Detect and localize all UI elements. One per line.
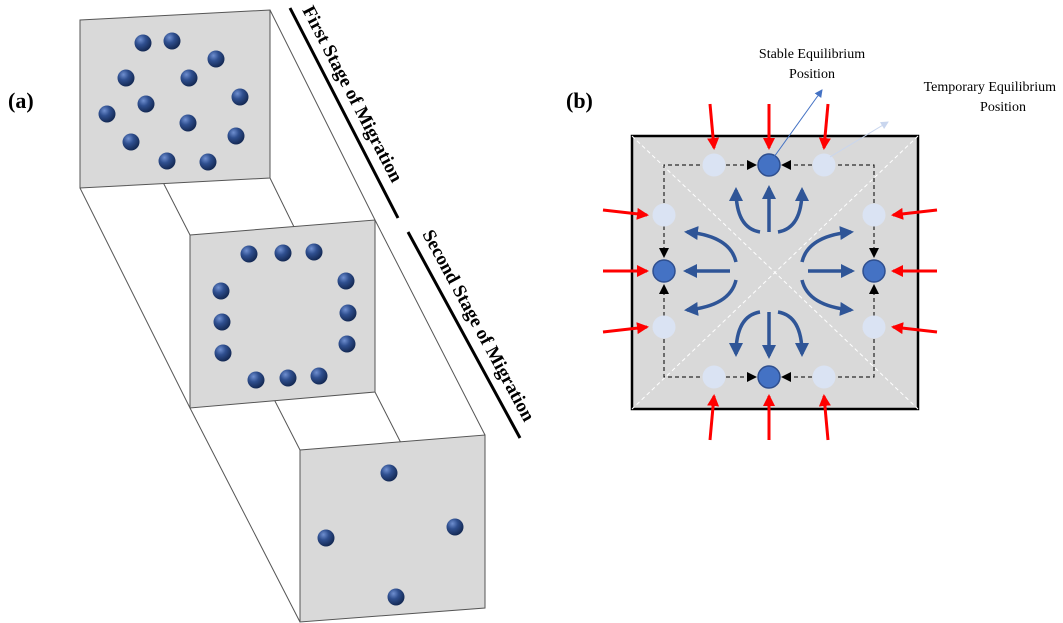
inertial-force-arrows [602, 103, 938, 441]
svg-text:First Stage of Migration: First Stage of Migration [298, 3, 407, 187]
particles-square [212, 243, 357, 389]
cross-section-1 [79, 9, 271, 189]
secondary-flow-paths [659, 160, 879, 382]
temporary-equilibrium-label: Temporary Equilibrium Position [924, 80, 1056, 115]
cross-section-2 [189, 219, 376, 409]
panel-b: (b) [566, 47, 1056, 441]
particles-ring [98, 32, 249, 171]
particles-four [317, 464, 464, 606]
panel-a-label: (a) [8, 88, 34, 113]
stable-equilibrium-label: Stable Equilibrium Position [759, 47, 865, 82]
stable-callout-line [773, 89, 823, 158]
cross-section-3 [299, 434, 486, 623]
diagonals [631, 135, 919, 410]
panel-a: (a) [8, 3, 539, 623]
second-stage-label: Second Stage of Migration [406, 226, 539, 439]
svg-text:Temporary Equilibrium: Temporary Equilibrium [924, 80, 1056, 95]
svg-text:Second Stage of Migration: Second Stage of Migration [418, 226, 539, 425]
svg-text:Stable Equilibrium: Stable Equilibrium [759, 47, 865, 62]
svg-text:Position: Position [789, 67, 835, 82]
stable-equilibrium-positions [652, 153, 886, 389]
temporary-equilibrium-positions [652, 153, 886, 389]
svg-text:Position: Position [980, 100, 1026, 115]
temporary-callout-line [829, 121, 889, 158]
lift-force-arrows [683, 185, 855, 359]
first-stage-label: First Stage of Migration [288, 3, 407, 219]
panel-b-label: (b) [566, 88, 593, 113]
